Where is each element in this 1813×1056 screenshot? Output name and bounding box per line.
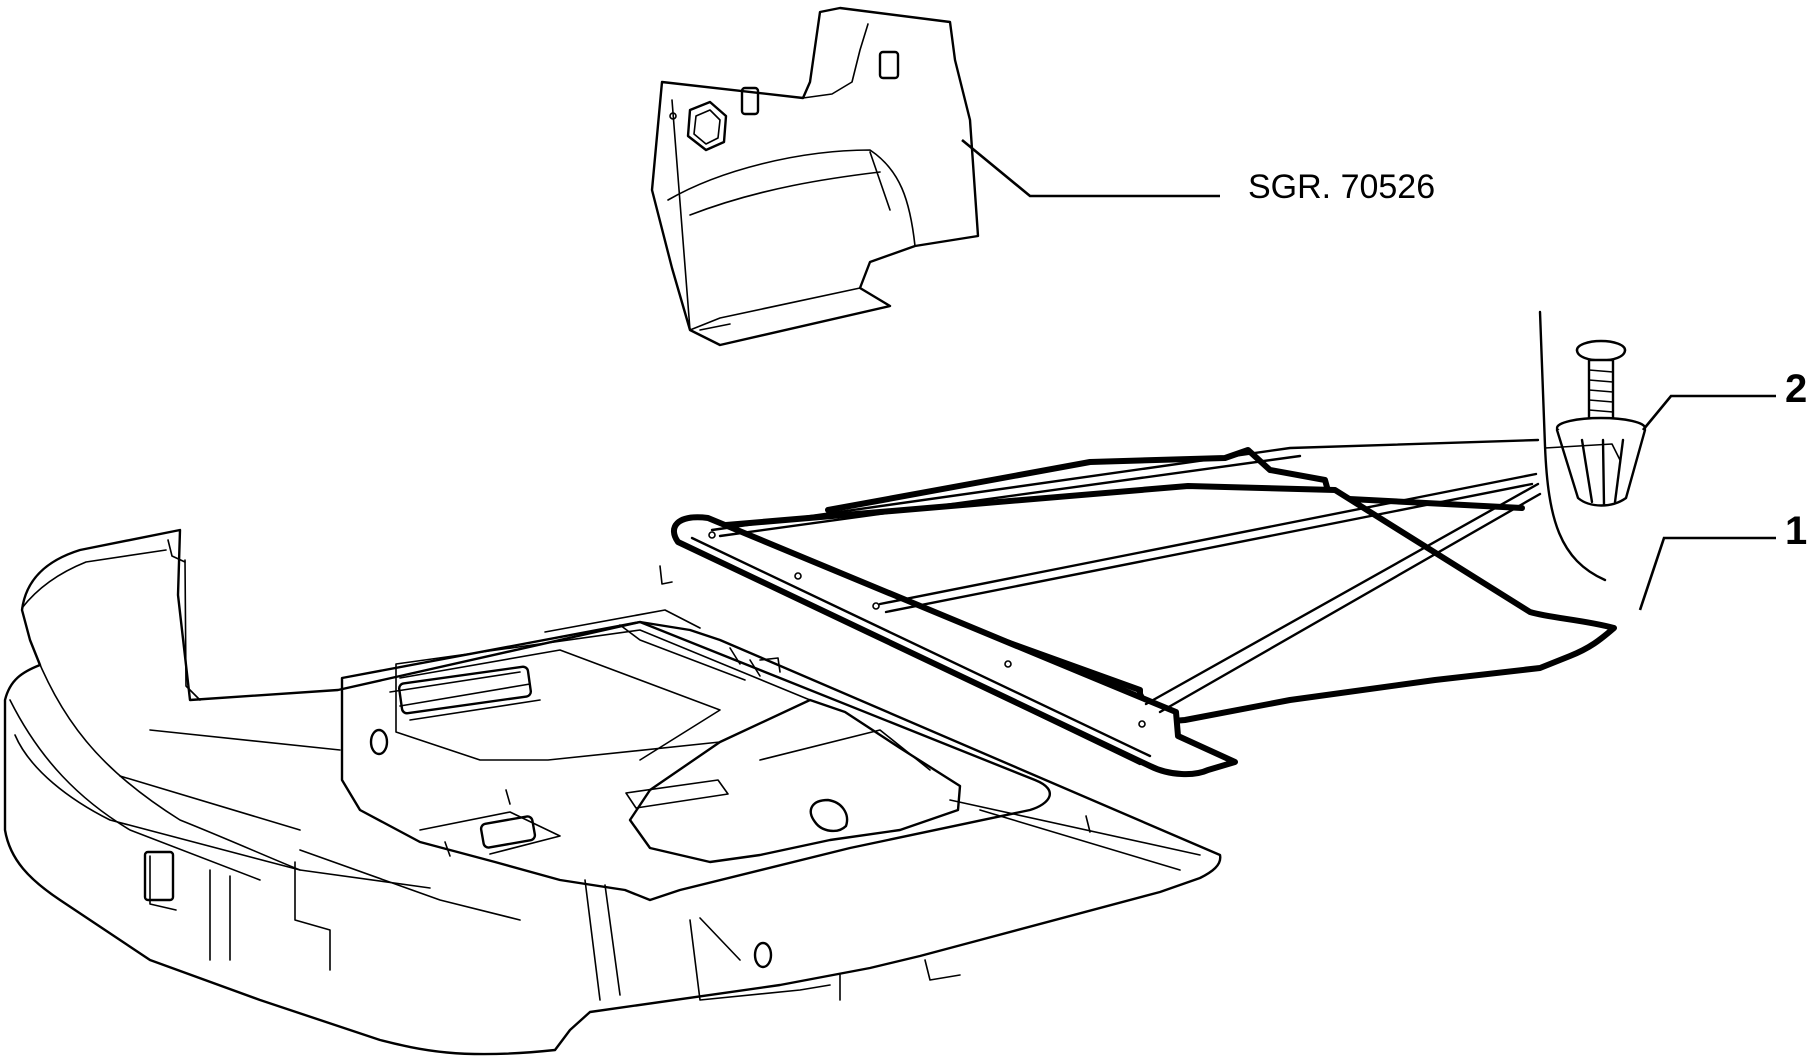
tray-panel	[671, 310, 1621, 778]
leader-line-part-1	[1638, 536, 1776, 611]
part-number-2-label: 2	[1785, 367, 1807, 411]
bracket-panel	[650, 6, 980, 347]
fastener-clip	[1555, 339, 1647, 507]
leader-line-reference	[961, 138, 1220, 198]
part-number-1-label: 1	[1785, 509, 1807, 553]
reference-label: SGR. 70526	[1248, 168, 1435, 206]
floor-pan	[3, 528, 1222, 1056]
leader-line-part-2	[1641, 394, 1776, 431]
